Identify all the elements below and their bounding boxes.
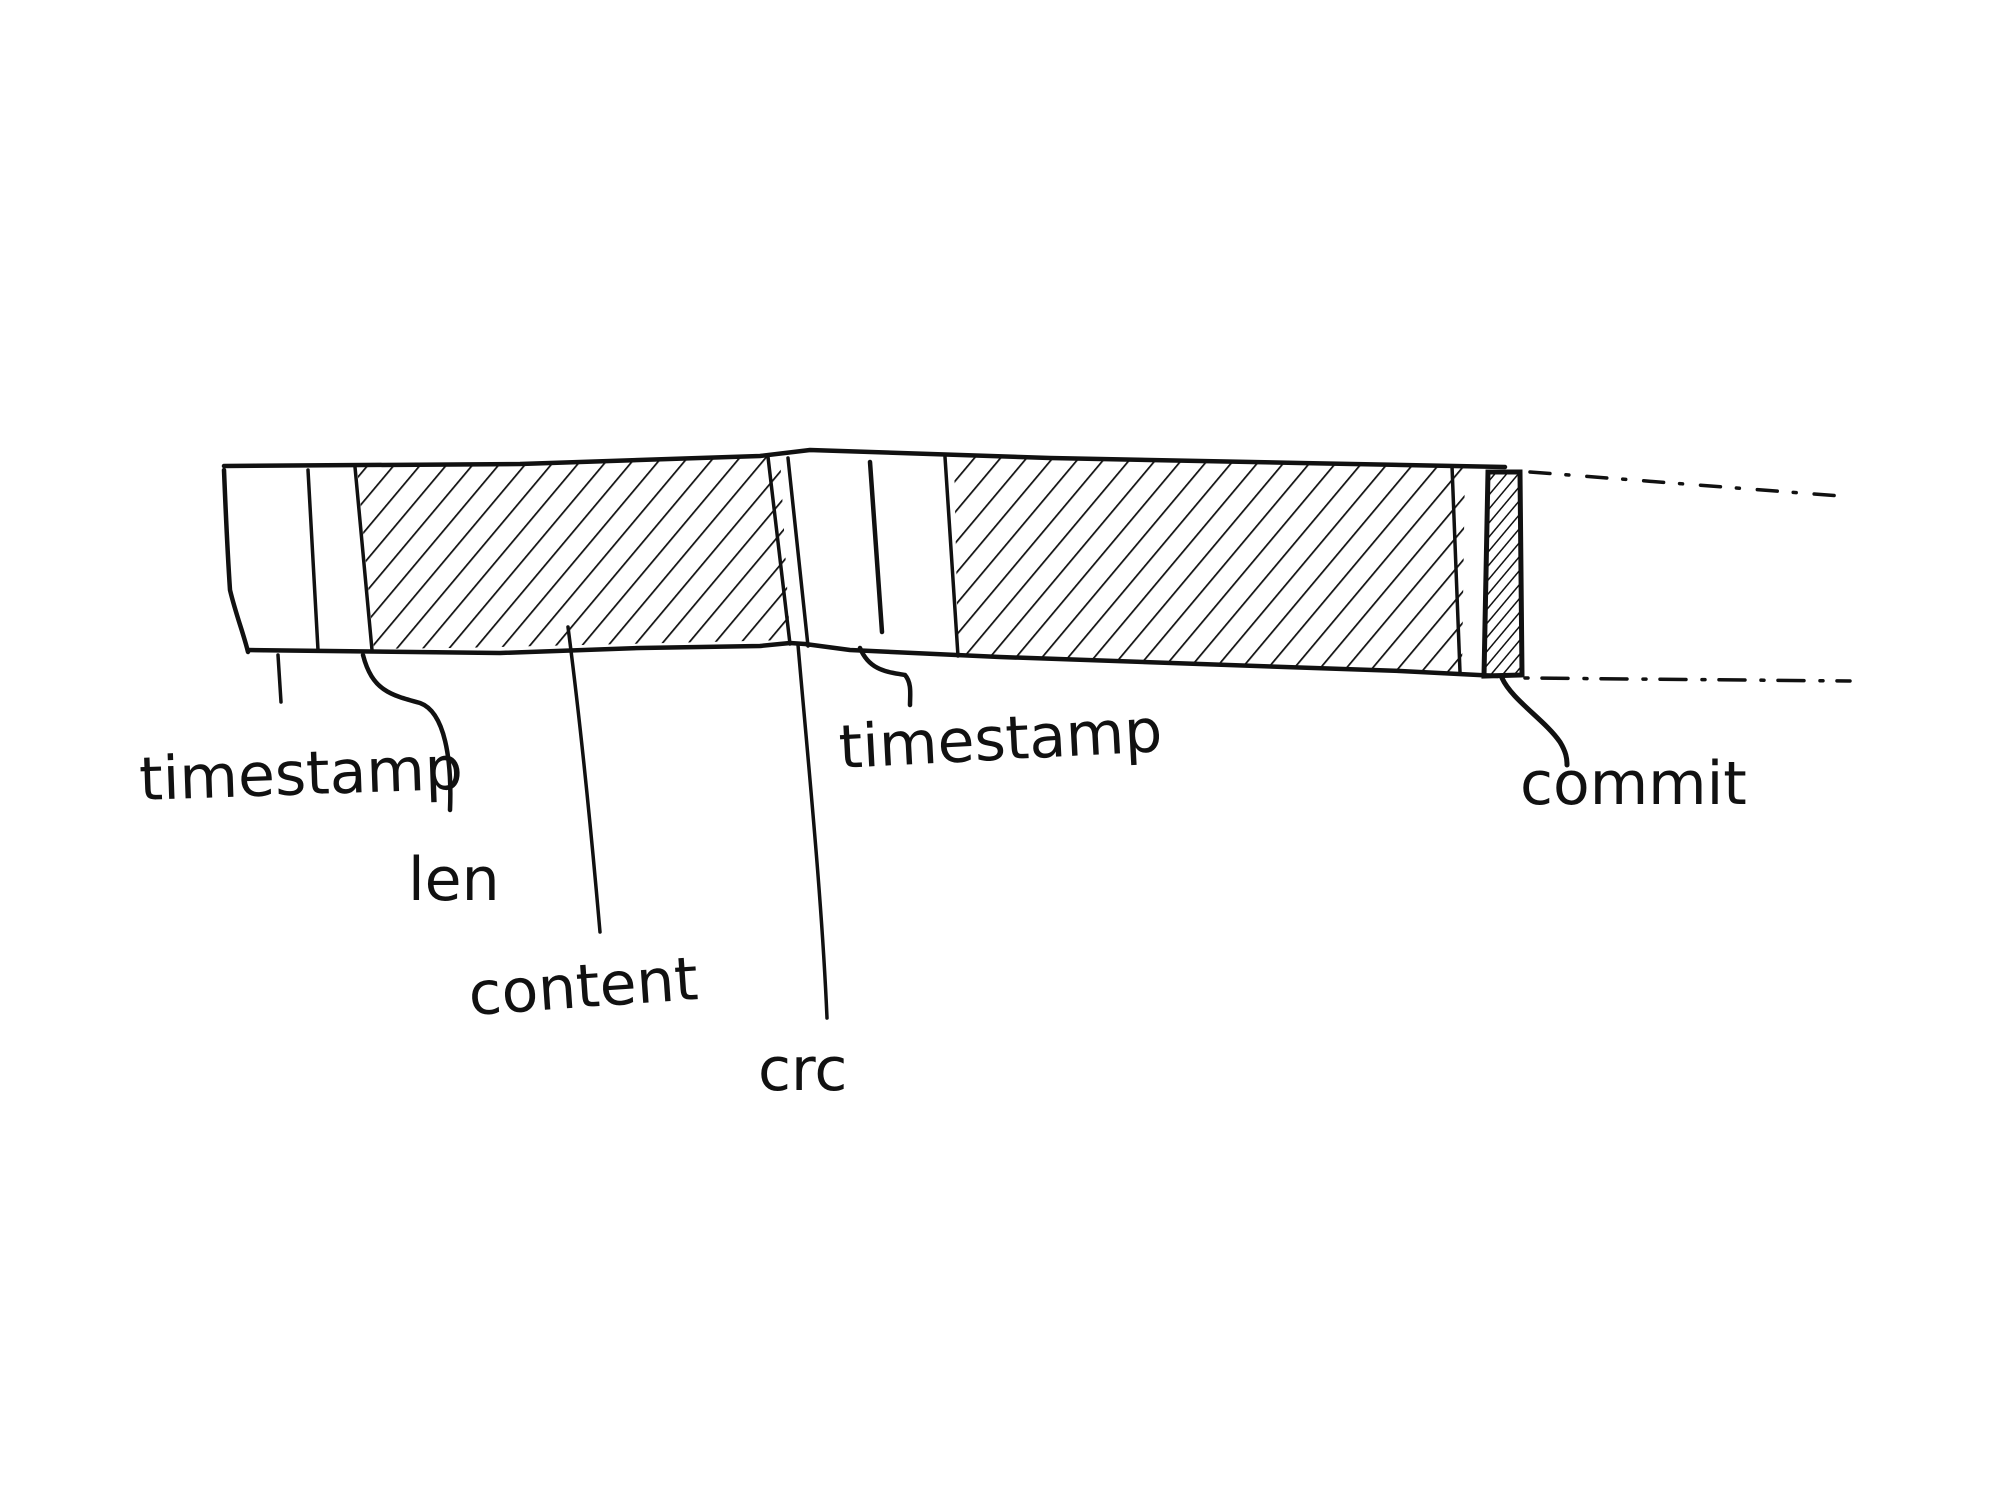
field-dividers bbox=[306, 455, 1462, 674]
commit-marker bbox=[1481, 469, 1525, 679]
label-timestamp-2: timestamp bbox=[837, 696, 1164, 783]
leader-len bbox=[360, 652, 453, 813]
label-commit: commit bbox=[1520, 749, 1747, 819]
label-crc: crc bbox=[758, 1035, 847, 1105]
content-block-1 bbox=[357, 456, 790, 650]
label-content: content bbox=[466, 944, 700, 1030]
leader-timestamp-1 bbox=[276, 653, 283, 704]
leader-timestamp-2 bbox=[857, 645, 913, 708]
leader-commit bbox=[1499, 675, 1570, 768]
label-timestamp-1: timestamp bbox=[138, 734, 464, 815]
leader-lines bbox=[276, 625, 1570, 1020]
label-len: len bbox=[408, 845, 500, 915]
content-block-2 bbox=[954, 457, 1465, 672]
continuation-dashes bbox=[1523, 470, 1852, 683]
record-strip-outline bbox=[221, 447, 1508, 679]
leader-content bbox=[566, 625, 602, 934]
leader-crc bbox=[796, 643, 829, 1020]
